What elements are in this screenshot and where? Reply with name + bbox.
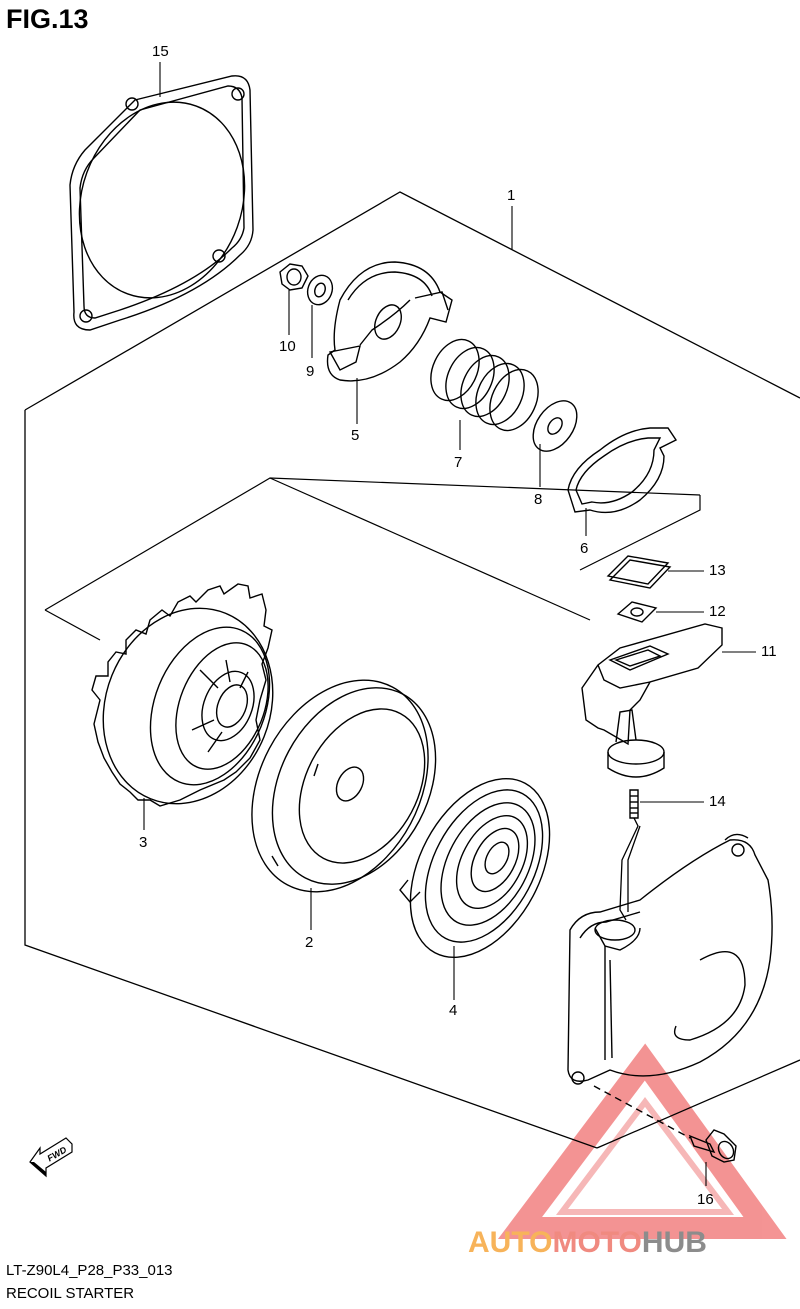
callout-5: 5 (351, 427, 360, 444)
part-6-plate (567, 427, 678, 514)
leader-lines (143, 62, 756, 1186)
callout-6: 6 (580, 540, 589, 557)
watermark-moto: MOTO (552, 1226, 642, 1259)
callout-11: 11 (761, 643, 777, 660)
part-15-gasket (69, 75, 254, 331)
watermark-auto: AUTO (468, 1226, 553, 1259)
callout-16: 16 (697, 1191, 714, 1208)
figure-title: FIG.13 (6, 4, 89, 34)
part-8-washer (532, 400, 578, 452)
callout-8: 8 (534, 491, 543, 508)
callout-2: 2 (305, 934, 314, 951)
part-9-washer (306, 274, 334, 306)
part-14-pin (629, 789, 639, 819)
callout-12: 12 (709, 603, 726, 620)
callout-9: 9 (306, 363, 315, 380)
callout-13: 13 (709, 562, 726, 579)
callout-4: 4 (449, 1002, 458, 1019)
part-2-reel (251, 679, 437, 893)
callout-14: 14 (709, 793, 726, 810)
watermark-hub: HUB (641, 1226, 707, 1259)
diagram-name: RECOIL STARTER (6, 1285, 135, 1302)
part-7-spring (430, 338, 539, 432)
starter-rope (619, 817, 641, 921)
part-starter-case (567, 833, 773, 1085)
part-10-nut (279, 263, 309, 291)
callout-3: 3 (139, 834, 148, 851)
part-13-plate (606, 555, 672, 589)
fwd-arrow-icon: FWD (29, 1137, 73, 1178)
callout-7: 7 (454, 454, 463, 471)
callout-10: 10 (279, 338, 296, 355)
part-4-spiral-spring (399, 777, 551, 959)
subassembly-outline (44, 477, 701, 641)
callout-1: 1 (507, 187, 516, 204)
callout-15: 15 (152, 43, 169, 60)
diagram-code: LT-Z90L4_P28_P33_013 (6, 1262, 173, 1279)
assembly-outline (24, 191, 800, 1149)
part-3-gear-pulley (91, 583, 274, 807)
watermark-triangle-icon (497, 1043, 787, 1239)
part-16-bolt (593, 1085, 737, 1163)
watermark-text: AUTOMOTOHUB (468, 1226, 707, 1260)
part-12-retainer (616, 601, 658, 623)
part-5-ratchet (326, 261, 453, 382)
part-11-handle (581, 623, 723, 778)
